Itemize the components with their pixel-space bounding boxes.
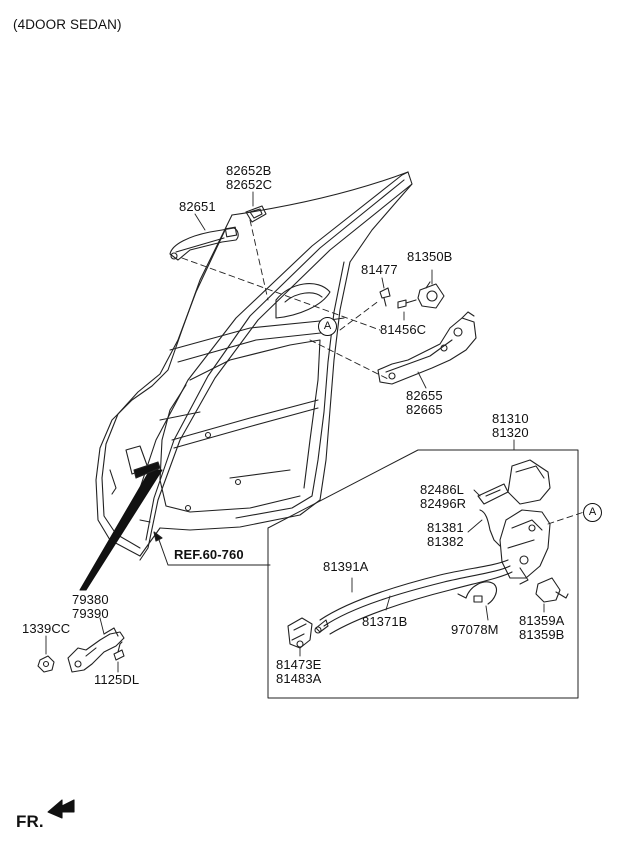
part-number: 82655 [406,388,443,403]
circle-marker-a-latch: A [583,503,602,522]
outside-handle-82651 [169,226,239,261]
circle-marker-a-door: A [318,317,337,336]
part-number: 81359B [519,627,565,642]
screw-81456C [397,299,417,309]
part-label-81381: 81381 81382 [427,521,464,549]
ref-label: REF.60-760 [174,547,244,562]
rod-81381 [479,509,501,547]
ref-arrowhead [153,531,163,542]
part-number: 82652B [226,163,272,178]
part-label-81391A: 81391A [323,559,369,574]
part-label-1125DL: 1125DL [94,672,140,687]
part-label-81473: 81473E 81483A [276,658,321,686]
ref-leader [157,536,271,566]
part-label-82651: 82651 [179,199,216,214]
part-number: 81359A [519,613,565,628]
diagram-title: (4DOOR SEDAN) [13,17,122,32]
handle-cap-82652 [245,205,267,223]
part-number: 82496R [420,496,467,511]
latch-assembly-box [267,449,579,699]
part-label-81350B: 81350B [407,249,453,264]
part-number: 81381 [427,520,464,535]
housing-81350B [417,281,445,309]
front-arrow-icon [47,799,75,819]
checker-leader-wedge [79,469,163,591]
part-number: 79380 [72,592,109,607]
door-checker-79380 [67,627,125,673]
bolt-1125DL [113,641,125,661]
part-label-82486: 82486L 82496R [420,483,466,511]
nut-1339CC [37,655,55,673]
part-number: 81310 [492,411,529,426]
cables-81391A-81371B [314,559,513,635]
inside-handle-81473E [287,617,313,649]
part-label-81477: 81477 [361,262,398,277]
part-number: 81320 [492,425,529,440]
bolt-81477 [379,287,391,307]
part-label-81359: 81359A 81359B [519,614,564,642]
part-number: 79390 [72,606,109,621]
part-label-1339CC: 1339CC [22,621,71,636]
front-label: FR. [16,812,44,831]
part-label-82652: 82652B 82652C [226,164,272,192]
part-number: 82652C [226,177,273,192]
part-label-81456C: 81456C [380,322,427,337]
part-number: 81382 [427,534,464,549]
actuator-81359A [535,577,569,603]
part-label-79380: 79380 79390 [72,593,109,621]
door-frame [95,171,413,561]
part-number: 81473E [276,657,322,672]
latch-body-81310 [499,509,551,585]
part-label-81371B: 81371B [362,614,408,629]
handle-bracket-82655 [377,311,477,385]
part-label-81310: 81310 81320 [492,412,529,440]
wire-97078M [457,581,497,605]
part-number: 81483A [276,671,322,686]
part-label-82655: 82655 82665 [406,389,443,417]
latch-cover-82486 [477,459,551,505]
part-number: 82665 [406,402,443,417]
checker-on-door [133,461,161,479]
part-label-97078M: 97078M [451,622,499,637]
part-number: 82486L [420,482,464,497]
